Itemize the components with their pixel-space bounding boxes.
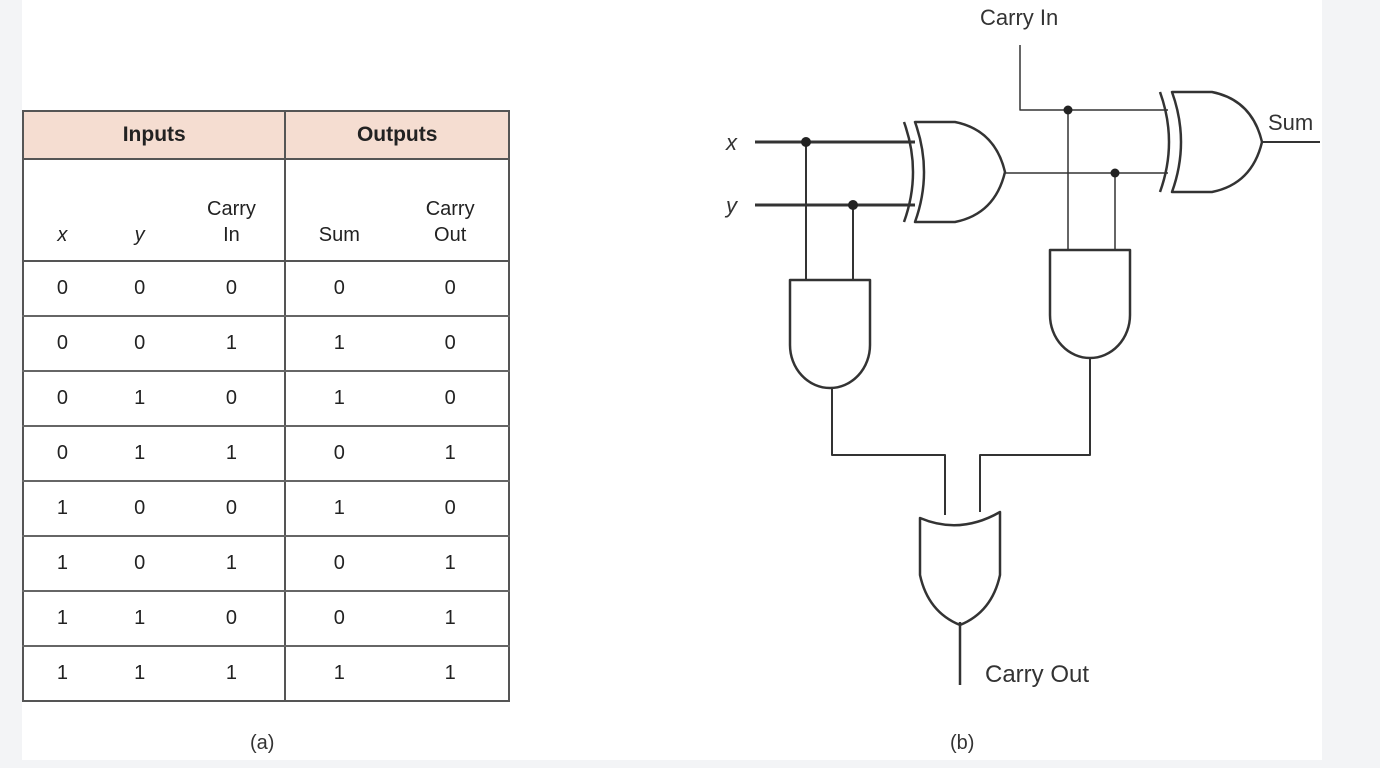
inputs-group-header: Inputs — [23, 111, 286, 160]
table-cell: 1 — [134, 662, 146, 684]
label-carry-out: Carry Out — [985, 661, 1089, 688]
xor-gate-1 — [913, 120, 1007, 224]
table-cell: 1 — [284, 316, 393, 372]
wire-and1-to-or — [831, 388, 946, 515]
table-cell: 1 — [392, 591, 509, 647]
column-header-line2: In — [223, 224, 240, 246]
column-header-line1: Carry — [425, 198, 475, 220]
table-cell: 0 — [284, 536, 393, 592]
table-cell: 1 — [284, 646, 393, 701]
and-gate-2 — [1048, 248, 1132, 360]
column-header-carry-out: Carry Out — [392, 159, 509, 262]
table-cell: 1 — [284, 481, 393, 537]
table-cell: 0 — [23, 316, 101, 372]
table-cell: 1 — [100, 371, 179, 427]
table-cell: 1 — [444, 662, 456, 684]
table-cell: 0 — [23, 371, 101, 427]
table-cell: 1 — [100, 591, 179, 647]
table-cell: 0 — [392, 261, 509, 317]
xor-gate-2 — [1170, 90, 1264, 194]
table-column-header-row: x y Carry In Sum Carry Out — [23, 159, 509, 262]
table-cell: 1 — [178, 536, 286, 592]
table-cell: 0 — [392, 481, 509, 537]
table-cell: 1 — [225, 662, 238, 684]
outputs-group-header: Outputs — [284, 111, 509, 160]
junction-x — [801, 137, 811, 147]
label-carry-in: Carry In — [980, 5, 1058, 30]
table-cell: 0 — [100, 316, 179, 372]
table-cell: 0 — [392, 371, 509, 427]
table-cell: 1 — [284, 371, 393, 427]
junction-y — [848, 200, 858, 210]
table-cell: 1 — [23, 536, 101, 592]
or-gate — [918, 510, 1002, 627]
full-adder-truth-table: Inputs Outputs x y Carry In Sum — [22, 110, 510, 702]
column-header-line2: Out — [434, 224, 467, 246]
table-cell: 0 — [178, 371, 286, 427]
table-cell: 0 — [284, 591, 393, 647]
table-cell: 1 — [100, 426, 179, 482]
table-cell: 1 — [23, 481, 101, 537]
xor1-input-curve — [902, 121, 915, 223]
table-cell: 0 — [23, 261, 101, 317]
table-cell: 0 — [100, 536, 179, 592]
column-header-carry-in: Carry In — [178, 159, 286, 262]
wire-and2-to-or — [979, 358, 1091, 512]
and-gate-1 — [788, 278, 872, 390]
table-cell: 1 — [56, 662, 68, 684]
column-header-y: y — [100, 159, 179, 262]
column-header-sum: Sum — [284, 159, 393, 262]
table-cell: 0 — [100, 481, 179, 537]
table-cell: 1 — [23, 591, 101, 647]
wire-carry-in — [1019, 45, 1168, 111]
column-header-x: x — [23, 159, 101, 262]
column-header-line1: Carry — [207, 198, 256, 220]
table-cell: 0 — [284, 261, 393, 317]
table-group-header-row: Inputs Outputs — [23, 111, 509, 160]
table-cell: 0 — [178, 481, 286, 537]
table-row: 1 1 1 1 1 — [23, 646, 509, 701]
table-cell: 1 — [392, 426, 509, 482]
label-sum: Sum — [1268, 110, 1313, 135]
label-y: y — [724, 193, 739, 218]
table-cell: 0 — [178, 591, 286, 647]
caption-b: (b) — [950, 732, 975, 754]
label-x: x — [725, 130, 738, 155]
table-cell: 1 — [392, 536, 509, 592]
junction-carry-in — [1063, 105, 1073, 115]
caption-a: (a) — [250, 732, 275, 754]
table-cell: 1 — [178, 426, 286, 482]
column-header-line2: y — [134, 224, 145, 246]
junction-xor1-out — [1110, 168, 1120, 178]
table-cell: 0 — [178, 261, 286, 317]
table-cell: 0 — [100, 261, 179, 317]
column-header-line2: Sum — [318, 224, 360, 246]
table-cell: 1 — [178, 316, 286, 372]
column-header-line2: x — [57, 224, 68, 246]
table-cell: 0 — [23, 426, 101, 482]
table-cell: 0 — [284, 426, 393, 482]
xor2-input-curve — [1158, 91, 1171, 193]
table-cell: 0 — [392, 316, 509, 372]
